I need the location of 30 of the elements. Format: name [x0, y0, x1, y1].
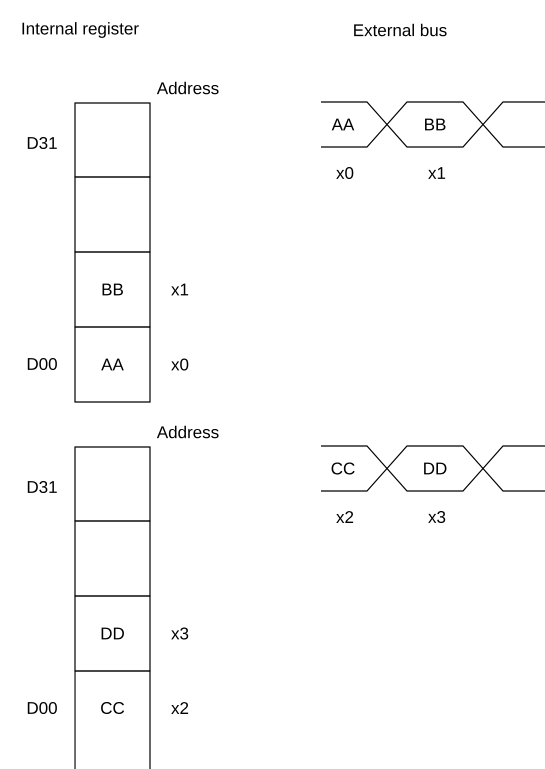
register-cell — [74, 102, 151, 178]
bus-segment: CC — [321, 445, 388, 492]
bus-segment: AA — [321, 101, 388, 148]
label: External bus — [354, 24, 447, 36]
label: Address — [156, 426, 219, 438]
address-label: x0 — [171, 358, 188, 371]
register-cell — [74, 446, 151, 522]
address-label: x3 — [171, 627, 188, 640]
label: Address — [156, 82, 219, 94]
register-cell: BB — [74, 251, 151, 328]
register-cell: DD — [74, 595, 151, 672]
label: D31 — [28, 137, 57, 150]
address-label: x1 — [171, 284, 188, 296]
register-cell: CC — [74, 670, 151, 769]
register-cell: AA — [74, 326, 151, 403]
address-label: x2 — [171, 702, 188, 714]
bus-segment — [482, 101, 545, 148]
label: D00 — [28, 702, 57, 714]
address-label: x2 — [336, 511, 354, 523]
register-cell — [74, 176, 151, 253]
address-label: x0 — [336, 167, 354, 180]
label: D31 — [28, 480, 57, 494]
label: D00 — [28, 358, 57, 370]
register-cell — [74, 520, 151, 597]
bus-segment: DD — [386, 445, 484, 492]
label: Internal register — [22, 22, 139, 38]
bus-segment: BB — [386, 101, 484, 148]
address-label: x1 — [428, 167, 446, 179]
address-label: x3 — [428, 510, 446, 524]
bus-segment — [482, 445, 545, 492]
